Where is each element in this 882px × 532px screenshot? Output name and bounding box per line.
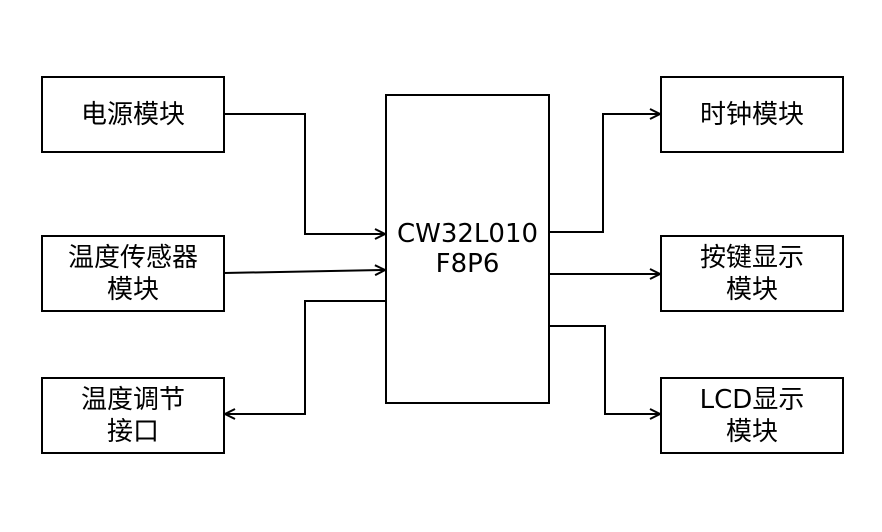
power-module-block: 电源模块 [41, 76, 225, 153]
temp-adjust-interface-block: 温度调节 接口 [41, 377, 225, 454]
clock-module-block: 时钟模块 [660, 76, 844, 153]
arrow-mcu-to-temp-adjust [225, 300, 385, 414]
key-display-module-block: 按键显示 模块 [660, 235, 844, 312]
lcd-display-label-line1: LCD显示 [699, 384, 805, 415]
temp-sensor-label-line1: 温度传感器 [67, 242, 198, 273]
mcu-label-line1: CW32L010 [396, 219, 539, 249]
arrow-temp-sensor-to-mcu [223, 270, 385, 273]
temp-sensor-module-block: 温度传感器 模块 [41, 235, 225, 312]
mcu-block: CW32L010 F8P6 [385, 94, 550, 404]
arrow-mcu-to-lcd-display [549, 325, 660, 414]
temp-adjust-label-line2: 接口 [106, 416, 159, 447]
temp-sensor-label-line2: 模块 [106, 274, 159, 305]
mcu-label-line2: F8P6 [435, 249, 500, 279]
key-display-label-line2: 模块 [725, 274, 778, 305]
key-display-label-line1: 按键显示 [699, 242, 804, 273]
lcd-display-label-line2: 模块 [725, 416, 778, 447]
arrow-clock-mcu-bidirectional [549, 114, 660, 232]
lcd-display-module-block: LCD显示 模块 [660, 377, 844, 454]
power-module-label: 电源模块 [80, 99, 185, 130]
temp-adjust-label-line1: 温度调节 [80, 384, 185, 415]
arrow-power-to-mcu [224, 113, 385, 234]
clock-module-label: 时钟模块 [699, 99, 804, 130]
